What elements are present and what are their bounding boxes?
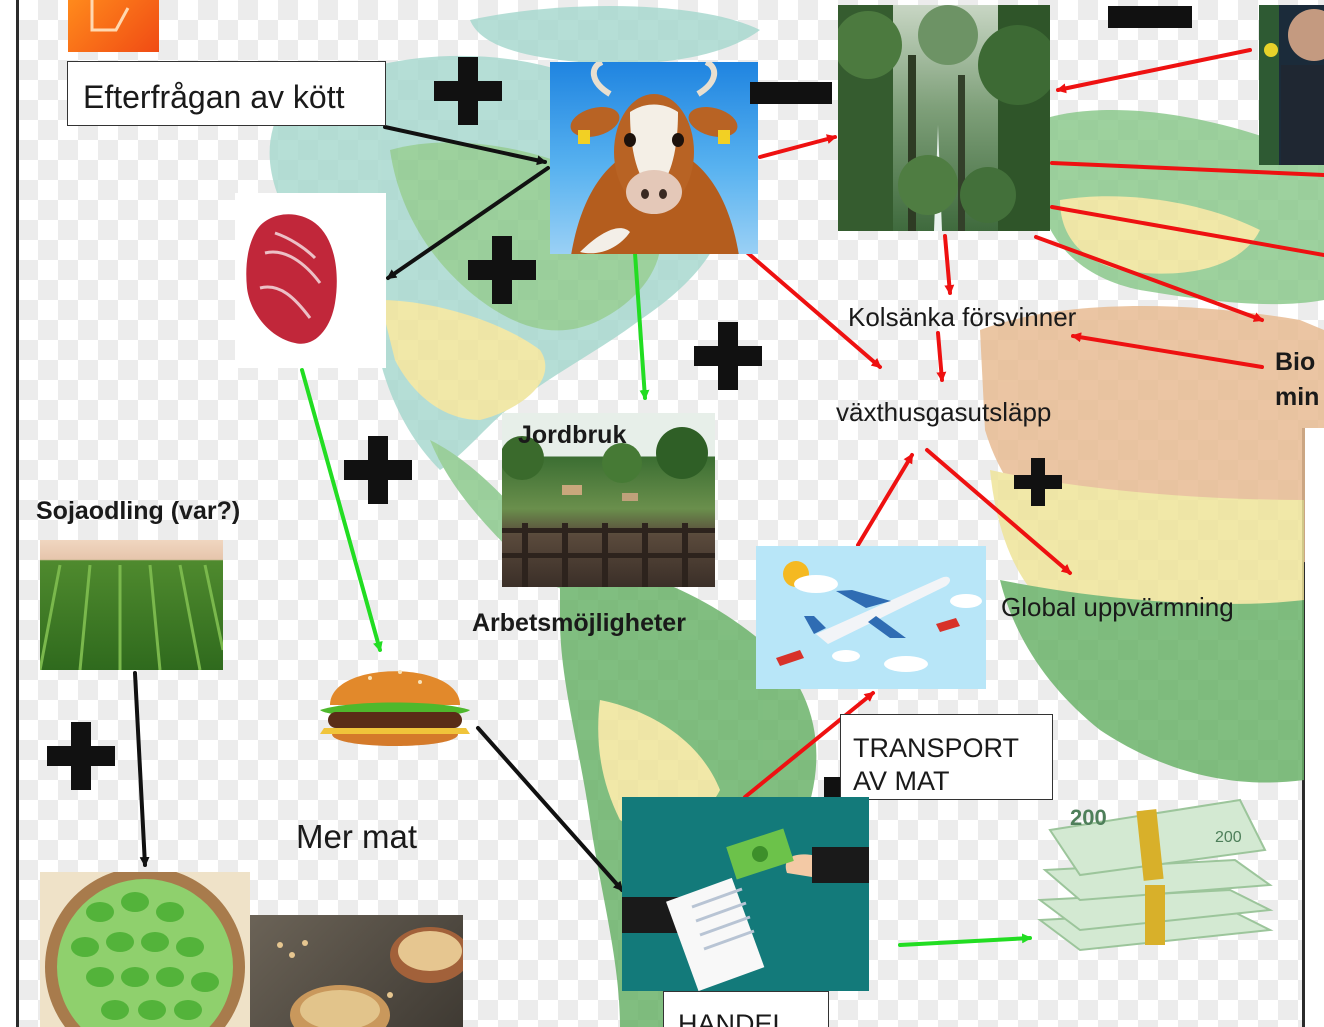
arrow-burger-to-trade xyxy=(476,726,624,892)
edamame-icon xyxy=(45,872,245,1027)
handshake-money-icon xyxy=(622,828,869,991)
jobs-label: Arbetsmöjligheter xyxy=(472,609,686,637)
soybeans-icon xyxy=(277,927,463,1027)
soy-label: Sojaodling (var?) xyxy=(36,497,241,525)
left-border-line xyxy=(16,0,19,1027)
person-photo xyxy=(1259,5,1324,165)
transport-box xyxy=(840,714,1053,800)
steak-icon xyxy=(246,214,337,344)
map-greenland xyxy=(470,6,760,64)
arrow-forest-to-bio xyxy=(1034,235,1264,322)
arrow-cow-to-forest xyxy=(758,134,837,159)
money-stack-image: 200 200 xyxy=(1030,790,1275,970)
rainforest-image xyxy=(838,5,1050,231)
arrow-person-to-forest xyxy=(1056,48,1252,94)
arrow-demand-to-cow xyxy=(383,125,547,166)
demand-box xyxy=(67,61,386,126)
arrow-trade-to-plane xyxy=(743,691,875,799)
demand-label: Efterfrågan av kött xyxy=(83,79,345,115)
trade-box xyxy=(663,991,829,1027)
minus-sign-top-right xyxy=(1108,6,1192,28)
burger-image xyxy=(310,650,480,760)
plus-sign-warming xyxy=(1014,458,1062,506)
plus-sign-demand xyxy=(434,57,502,125)
trade-label: HANDEL xyxy=(678,1009,788,1027)
arrow-forest-right-1 xyxy=(1050,161,1324,177)
edamame-image xyxy=(40,872,250,1027)
emissions-label: växthusgasutsläpp xyxy=(836,397,1052,427)
cow-image xyxy=(550,62,758,254)
money-stack-icon: 200 200 xyxy=(1037,798,1274,952)
carbon-sink-label: Kolsänka försvinner xyxy=(848,302,1077,332)
plus-sign-meat xyxy=(468,236,536,304)
arrow-forest-right-2 xyxy=(1050,205,1324,257)
airplane-icon xyxy=(776,561,982,672)
money-note-label-1: 200 xyxy=(1070,805,1107,830)
more-food-label: Mer mat xyxy=(296,818,418,855)
steak-image xyxy=(235,193,386,368)
map-central-africa xyxy=(1000,580,1304,783)
arrow-carbon-sink-to-emissions xyxy=(936,331,947,382)
arrow-cow-to-emissions xyxy=(733,240,882,369)
plus-sign-burger xyxy=(344,436,412,504)
minus-sign-cow-forest xyxy=(750,82,832,104)
soybeans-image xyxy=(250,915,463,1027)
soy-field-icon xyxy=(40,564,223,670)
agriculture-label: Jordbruk xyxy=(518,421,627,449)
plus-sign-soy xyxy=(47,722,115,790)
arrow-bio-to-carbon-sink xyxy=(1071,332,1264,369)
airplane-image xyxy=(756,546,986,689)
soy-field-image xyxy=(40,540,223,670)
agriculture-image xyxy=(502,413,715,587)
farm-icon xyxy=(502,427,715,587)
cow-icon xyxy=(570,62,739,254)
burger-icon xyxy=(320,670,470,746)
right-white-card xyxy=(1305,428,1324,1027)
arrow-forest-to-carbon-sink xyxy=(943,234,955,295)
arrow-meat-to-burger xyxy=(300,368,383,652)
warming-label: Global uppvärmning xyxy=(1001,592,1234,622)
money-note-label-2: 200 xyxy=(1215,829,1242,846)
trade-image xyxy=(622,797,869,991)
arrow-emissions-to-warming xyxy=(925,448,1072,575)
rainforest-icon xyxy=(838,5,1050,231)
arrow-trade-to-money xyxy=(898,933,1032,947)
plus-sign-agriculture xyxy=(694,322,762,390)
bio-label-line1: Bio xyxy=(1275,348,1316,376)
map-usa-yellow xyxy=(380,300,546,420)
arrow-cow-to-agriculture xyxy=(633,251,650,400)
bio-label-line2: min xyxy=(1275,383,1320,411)
arrow-plane-to-emissions xyxy=(856,453,914,547)
orange-thumbnail xyxy=(68,0,159,52)
arrow-soy-to-beans xyxy=(133,671,150,867)
transport-label-line1: TRANSPORT xyxy=(853,733,1020,763)
map-sahel xyxy=(990,470,1304,631)
arrow-cow-to-meat xyxy=(386,166,550,280)
transport-label-line2: AV MAT xyxy=(853,766,950,796)
